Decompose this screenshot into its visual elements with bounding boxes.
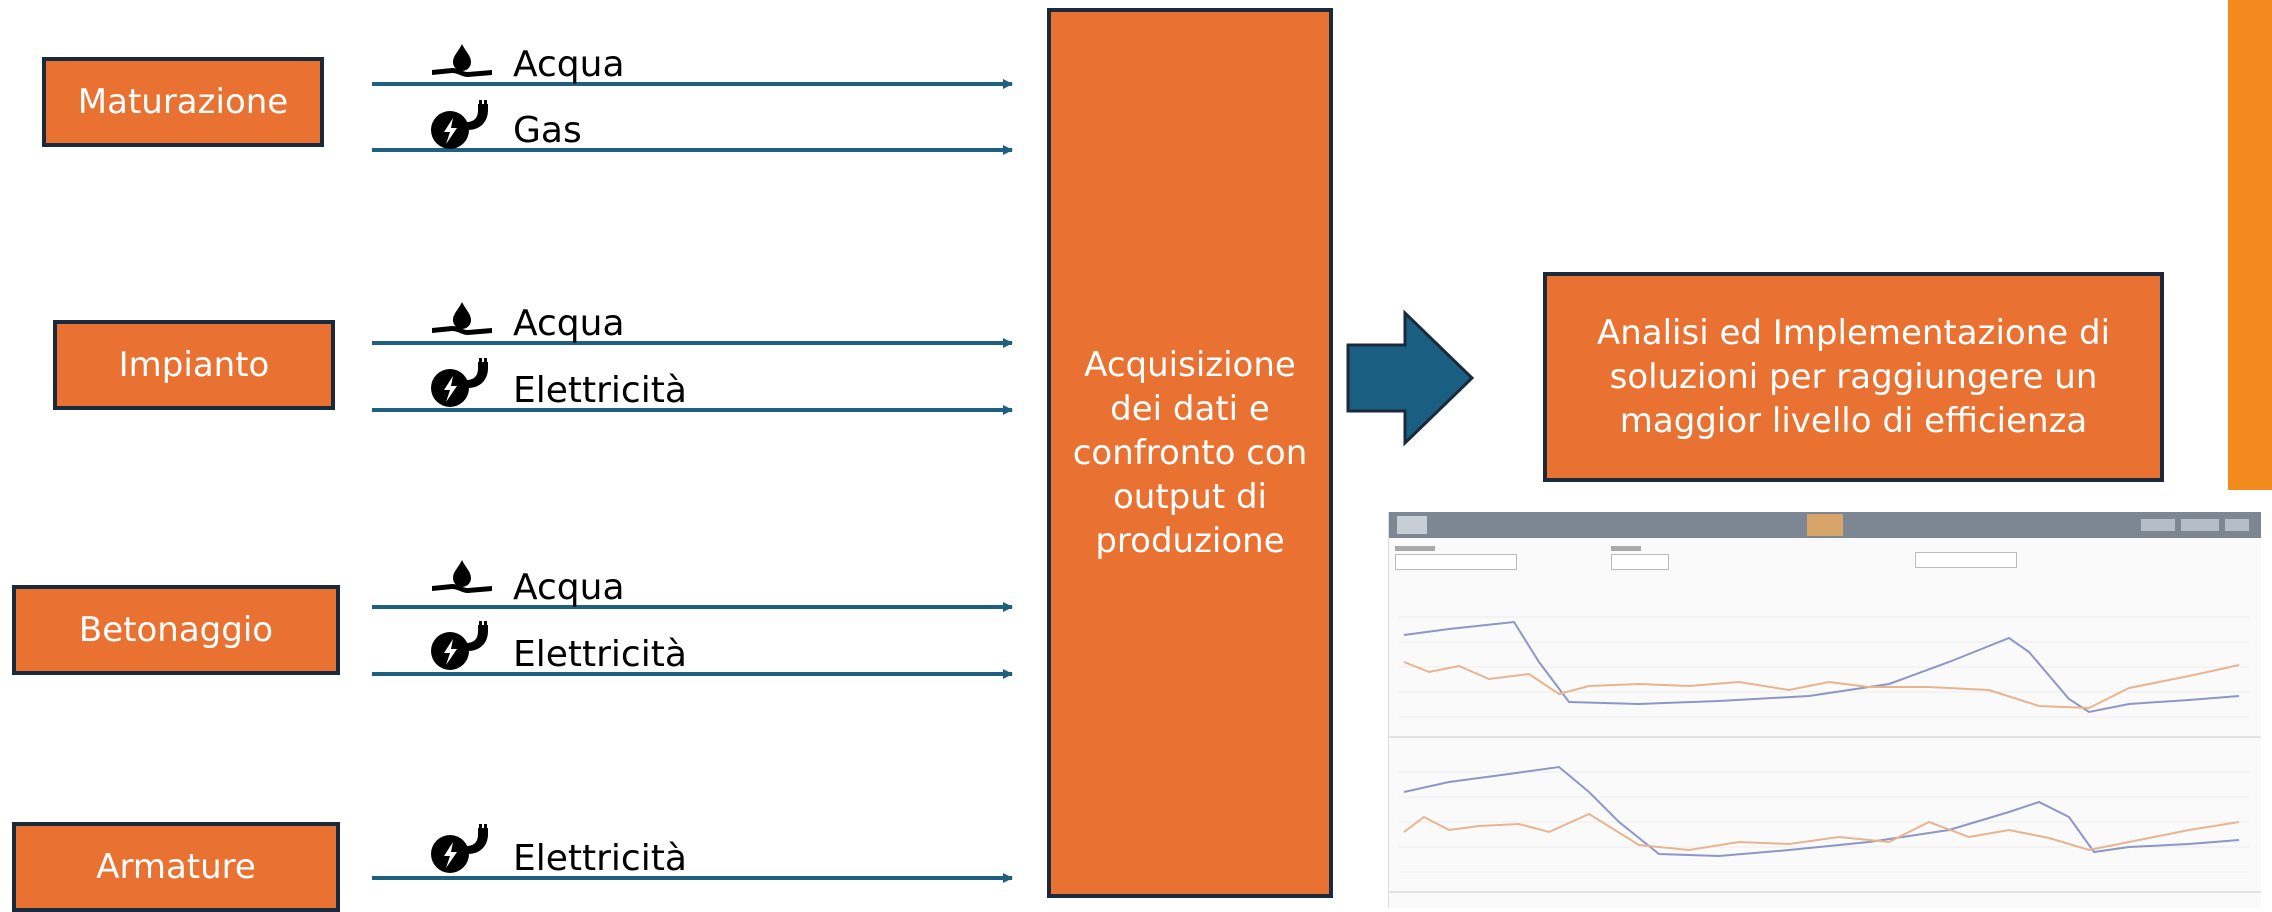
dashboard-filter-label — [1611, 546, 1641, 551]
water-drop-hand-icon — [428, 558, 496, 602]
big-right-arrow — [1346, 309, 1475, 447]
water-drop-hand-icon — [428, 42, 496, 86]
source-box-betonaggio: Betonaggio — [12, 585, 340, 675]
power-plug-icon — [428, 824, 496, 880]
flow-label-acqua: Acqua — [513, 44, 625, 85]
data-acquisition-text: Acquisizione dei dati e confronto con ou… — [1072, 344, 1308, 562]
data-acquisition-box: Acquisizione dei dati e confronto con ou… — [1047, 8, 1333, 898]
flow-label-elettricita: Elettricità — [513, 634, 687, 675]
dashboard-header-bar — [1389, 512, 2261, 538]
dashboard-logo — [1397, 516, 1427, 534]
flow-label-elettricita: Elettricità — [513, 370, 687, 411]
dashboard-filter-label — [1395, 546, 1435, 551]
dashboard-header-button — [2141, 519, 2175, 531]
power-plug-icon — [428, 621, 496, 677]
dashboard-header-button — [2181, 519, 2219, 531]
source-label-betonaggio: Betonaggio — [78, 609, 274, 650]
dashboard-line-charts — [1389, 616, 2261, 893]
result-text: Analisi ed Implementazione di soluzioni … — [1596, 312, 2111, 442]
dashboard-header-button — [2225, 519, 2249, 531]
source-label-armature: Armature — [96, 846, 256, 887]
source-box-maturazione: Maturazione — [42, 57, 324, 147]
result-box: Analisi ed Implementazione di soluzioni … — [1543, 272, 2164, 482]
dashboard-filter-select — [1395, 554, 1517, 570]
power-plug-icon — [428, 358, 496, 414]
flow-label-gas: Gas — [513, 110, 582, 151]
power-plug-icon — [428, 100, 496, 156]
source-label-impianto: Impianto — [118, 344, 270, 385]
source-box-armature: Armature — [12, 822, 340, 912]
flow-label-acqua: Acqua — [513, 303, 625, 344]
source-label-maturazione: Maturazione — [77, 81, 289, 122]
dashboard-brand-logo — [1807, 514, 1843, 536]
dashboard-filter-select — [1611, 554, 1669, 570]
dashboard-date-range — [1915, 552, 2017, 568]
accent-bar — [2228, 0, 2272, 490]
flow-label-acqua: Acqua — [513, 567, 625, 608]
dashboard-screenshot — [1388, 512, 2261, 908]
flow-label-elettricita: Elettricità — [513, 838, 687, 879]
water-drop-hand-icon — [428, 300, 496, 344]
source-box-impianto: Impianto — [53, 320, 335, 410]
